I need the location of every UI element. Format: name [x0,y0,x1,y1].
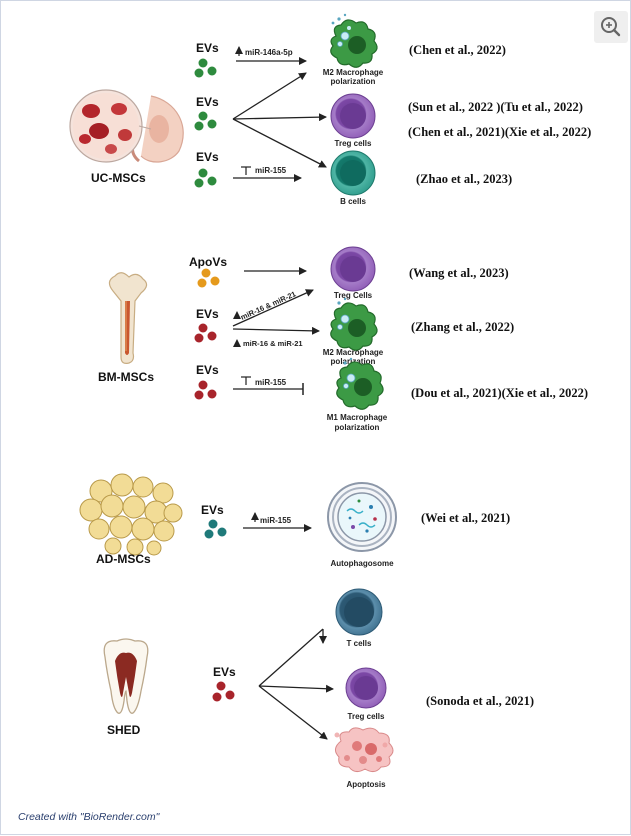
mirna-label: miR-155 [255,166,287,175]
reference: (Wang et al., 2023) [409,266,509,280]
inhibit-symbol [241,166,251,175]
reference: (Sun et al., 2022 )(Tu et al., 2022) [408,100,583,114]
source-label-shed: SHED [107,723,141,737]
target-label: M2 Macrophage [323,348,384,357]
ev-label: EVs [201,503,224,517]
treg-cell [345,667,387,709]
apoptotic-cell [334,727,394,773]
apov-label: ApoVs [189,255,227,269]
bone-illustration [108,272,148,364]
ev-dots-teal [204,519,227,539]
m1-macrophage-cell [336,357,384,410]
target-label: polarization [331,357,376,366]
bm-msc-section: BM-MSCs ApoVs EVs miR-16 & miR-21 miR-16… [98,246,588,432]
mirna-label: miR-16 & miR-21 [243,339,303,348]
ev-label: EVs [196,41,219,55]
reference: (Zhao et al., 2023) [416,172,512,186]
ev-dots-red [212,681,235,702]
ad-msc-section: AD-MSCs EVs miR-155 Autophagosome (Wei e… [79,473,510,568]
target-label: Autophagosome [330,559,394,568]
target-label: Treg cells [335,139,372,148]
b-cell [330,150,376,196]
ev-label: EVs [196,307,219,321]
uc-msc-section: UC-MSCs EVs miR-146a-5p EVs EVs [69,13,591,206]
arrow-line [258,628,324,687]
mirna-label: miR-155 [255,378,287,387]
target-label: M2 Macrophage [323,68,384,77]
target-label: polarization [335,423,380,432]
treg-cell [330,93,376,139]
arrow [232,118,327,168]
arrow [232,113,327,122]
reference: (Dou et al., 2021)(Xie et al., 2022) [411,386,588,400]
source-label-bm: BM-MSCs [98,370,154,384]
arrow [232,72,307,120]
mirna-label: miR-146a-5p [245,48,293,57]
m2-macrophage-cell [330,297,378,351]
ev-label: EVs [196,363,219,377]
ev-dots-green [194,58,217,78]
arrow [258,685,328,740]
target-label: Treg cells [348,712,385,721]
arrow [232,289,314,327]
adipose-tissue-illustration [79,473,183,556]
autophagosome [327,482,397,552]
target-label: B cells [340,197,366,206]
m2-macrophage-cell [330,13,378,68]
t-cell [335,588,383,636]
ev-label: EVs [196,95,219,109]
reference: (Sonoda et al., 2021) [426,694,534,708]
arrow [258,684,334,693]
mirna-label: miR-155 [260,516,292,525]
source-label-ad: AD-MSCs [96,552,151,566]
apov-dots-orange [197,268,220,288]
ev-label: EVs [213,665,236,679]
zoom-button[interactable] [594,11,628,43]
ev-dots-green [194,168,217,188]
ev-dots-red [194,323,217,343]
inhibit-arrow [233,376,304,395]
treg-cell [330,246,376,292]
umbilical-cord-illustration [69,89,184,163]
target-label: M1 Macrophage [327,413,388,422]
source-label-uc: UC-MSCs [91,171,146,185]
target-label: polarization [331,77,376,86]
arrow [232,326,320,335]
mirna-label: miR-16 & miR-21 [239,289,297,321]
reference: (Wei et al., 2021) [421,511,510,525]
zoom-in-icon [601,17,621,37]
target-label: T cells [347,639,372,648]
ev-dots-green [194,111,217,131]
tooth-illustration [103,638,149,714]
target-label: Treg Cells [334,291,373,300]
shed-section: SHED EVs T cells Treg cells [103,588,534,789]
reference: (Zhang et al., 2022) [411,320,514,334]
credit-text: Created with "BioRender.com" [18,811,161,823]
reference: (Chen et al., 2021)(Xie et al., 2022) [408,125,591,139]
ev-label: EVs [196,150,219,164]
ev-dots-red [194,380,217,400]
target-label: Apoptosis [346,780,386,789]
reference: (Chen et al., 2022) [409,43,506,57]
